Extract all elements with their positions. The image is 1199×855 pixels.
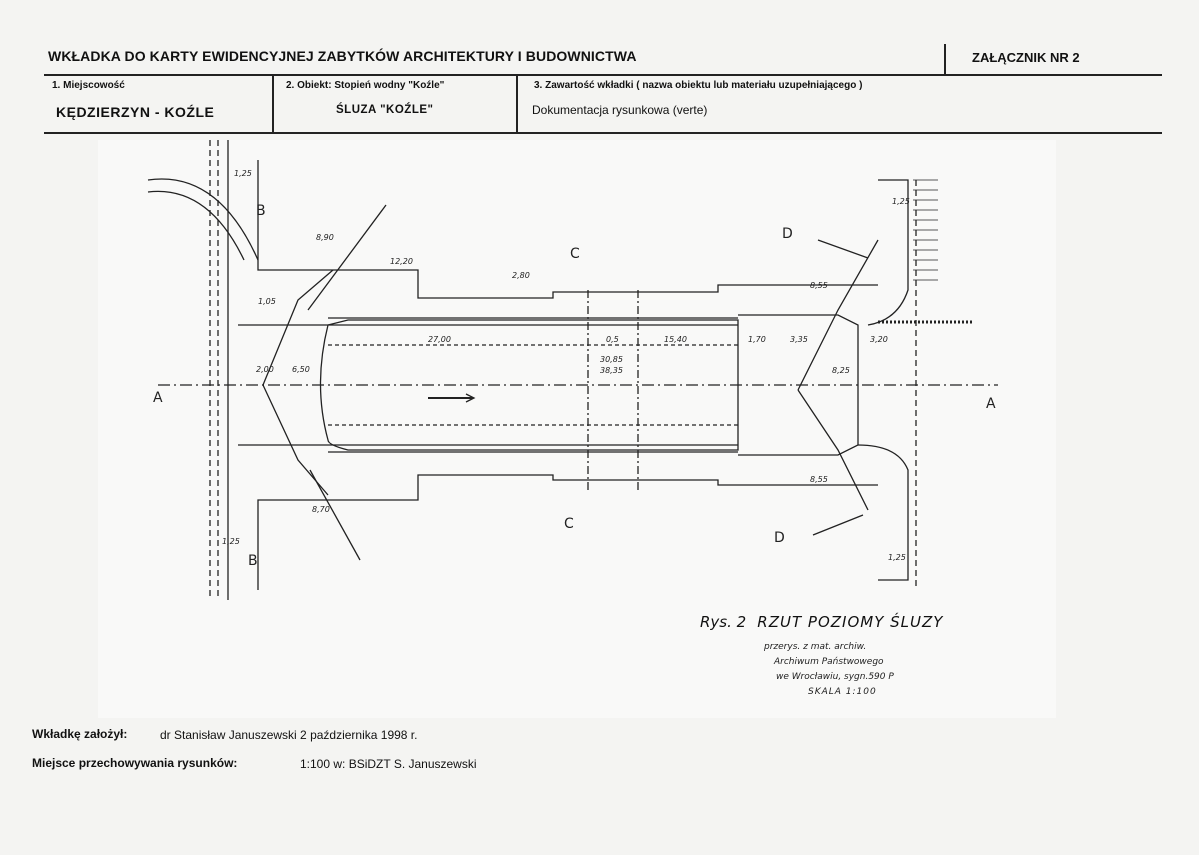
note-line-1: przerys. z mat. archiw. [764,642,867,652]
flow-arrow-head [465,393,476,403]
dim-6-50: 6,50 [292,365,310,374]
dim-2-80: 2,80 [512,271,530,280]
wall-left-arc-inner [147,190,245,261]
dim-8-55-top: 8,55 [810,281,828,290]
note-line-3: we Wrocławiu, sygn.590 P [776,672,894,682]
footer-storage-value: 1:100 w: BSiDZT S. Januszewski [300,757,477,771]
right-stairs [913,179,938,281]
header-rule-bottom [44,132,1162,134]
section-label-b-bottom: B [248,553,258,569]
section-label-b-top: B [256,203,266,219]
dim-8-55-bottom: 8,55 [810,475,828,484]
section-label-c-top: C [570,246,580,262]
dim-1-70: 1,70 [748,335,766,344]
right-gate-lower [797,389,869,511]
dim-3-20: 3,20 [870,335,888,344]
dim-12-20: 12,20 [390,257,413,266]
section-label-d-top: D [782,226,793,242]
field-object-label: 2. Obiekt: Stopień wodny "Koźle" [286,80,445,91]
sheet-title: WKŁADKA DO KARTY EWIDENCYJNEJ ZABYTKÓW A… [48,48,637,64]
dim-2-00-c: 2,00 [256,365,274,374]
dim-1-25-b: 1,25 [222,537,240,546]
caption-title: RZUT POZIOMY ŚLUZY [757,613,944,631]
dim-8-90: 8,90 [316,233,334,242]
left-gate-arm-lower [309,469,361,561]
dim-3-35: 3,35 [790,335,808,344]
lock-plan-svg: A A B B C C D D 8,90 12,20 2,80 27,00 0,… [147,140,998,600]
footer-founder-label: Wkładkę założył: [32,727,128,741]
lock-plan-drawing: A A B B C C D D 8,90 12,20 2,80 27,00 0,… [98,140,1056,718]
annex-number: ZAŁĄCZNIK NR 2 [972,50,1080,65]
dim-1-25-a: 1,25 [234,169,252,178]
right-gate-arm-lower [812,514,864,536]
section-label-a-right: A [986,396,996,412]
lower-wall-left [257,474,878,590]
section-label-a-left: A [153,390,163,406]
left-gate-lower [262,384,329,496]
field-content-label: 3. Zawartość wkładki ( nazwa obiektu lub… [534,80,863,91]
caption-prefix: Rys. 2 [700,613,747,631]
field-locality-value: KĘDZIERZYN - KOŹLE [56,104,215,120]
dim-8-25: 8,25 [832,366,850,375]
drawing-caption: Rys. 2 RZUT POZIOMY ŚLUZY [700,612,943,631]
dim-30-85: 30,85 [600,355,623,364]
left-gate-upper [262,269,334,386]
dim-8-70: 8,70 [312,505,330,514]
field-divider-2 [516,76,518,134]
dim-38-35: 38,35 [600,366,623,375]
header-rule-top [44,74,1162,76]
right-gate-arm-upper [817,239,869,259]
dim-1-05: 1,05 [258,297,276,306]
drawing-note: przerys. z mat. archiw. Archiwum Państwo… [760,640,894,700]
right-wing-lower [857,444,909,581]
right-gate-upper [797,239,879,391]
dim-0-5: 0,5 [606,335,619,344]
field-divider-1 [272,76,274,134]
field-locality-label: 1. Miejscowość [52,80,125,91]
note-line-2: Archiwum Państwowego [774,657,884,667]
footer-founder-value: dr Stanisław Januszewski 2 października … [160,728,418,742]
left-gate-arm-upper [307,204,387,311]
field-content-value: Dokumentacja rysunkowa (verte) [532,103,708,117]
section-label-c-bottom: C [564,516,574,532]
right-wing-upper [867,179,909,326]
footer-storage-label: Miejsce przechowywania rysunków: [32,756,238,770]
dim-27-00: 27,00 [428,335,451,344]
section-label-d-bottom: D [774,530,785,546]
dim-1-25-d: 1,25 [888,553,906,562]
field-object-value: ŚLUZA "KOŹLE" [336,104,434,116]
dim-1-25-c: 1,25 [892,197,910,206]
header-divider [944,44,946,74]
upper-wall-left [257,160,878,299]
dim-15-40: 15,40 [664,335,687,344]
note-line-4: SKALA 1:100 [808,687,877,697]
